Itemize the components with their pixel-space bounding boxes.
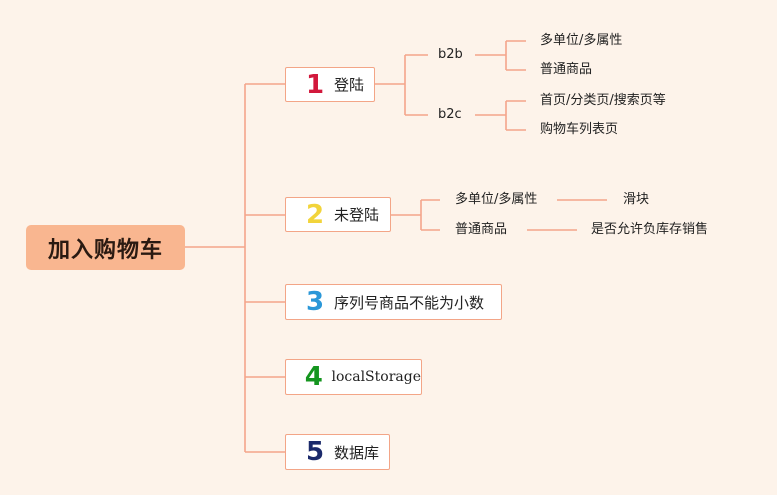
node-normal-goods[interactable]: 普通商品 xyxy=(455,222,508,237)
branch-label-3: 序列号商品不能为小数 xyxy=(334,293,485,312)
branch-node-5[interactable]: 5 数据库 xyxy=(285,434,390,470)
node-multi-unit[interactable]: 多单位/多属性 xyxy=(455,192,538,207)
leaf-b2c-pages[interactable]: 首页/分类页/搜索页等 xyxy=(540,93,666,108)
node-b2b[interactable]: b2b xyxy=(438,47,463,62)
branch-node-3[interactable]: 3 序列号商品不能为小数 xyxy=(285,284,502,320)
number-badge-2: 2 xyxy=(305,199,325,230)
number-badge-4: 4 xyxy=(304,362,323,392)
number-badge-1: 1 xyxy=(305,69,325,100)
leaf-b2b-multi-unit[interactable]: 多单位/多属性 xyxy=(540,33,623,48)
branch-node-2[interactable]: 2 未登陆 xyxy=(285,197,391,232)
branch-label-5: 数据库 xyxy=(334,443,380,462)
leaf-slider[interactable]: 滑块 xyxy=(623,192,650,207)
branch-label-2: 未登陆 xyxy=(334,206,380,224)
leaf-b2c-cart-list[interactable]: 购物车列表页 xyxy=(540,122,619,137)
root-label: 加入购物车 xyxy=(47,237,163,263)
node-b2c[interactable]: b2c xyxy=(438,107,462,122)
leaf-b2b-normal-goods[interactable]: 普通商品 xyxy=(540,62,593,77)
branch-node-1[interactable]: 1 登陆 xyxy=(285,67,375,102)
branch-label-4: localStorage xyxy=(331,369,421,385)
number-badge-3: 3 xyxy=(305,287,325,317)
leaf-negative-stock[interactable]: 是否允许负库存销售 xyxy=(591,222,709,237)
branch-label-1: 登陆 xyxy=(334,76,365,94)
branch-node-4[interactable]: 4 localStorage xyxy=(285,359,422,395)
root-node[interactable]: 加入购物车 xyxy=(26,225,185,270)
number-badge-5: 5 xyxy=(305,437,325,467)
